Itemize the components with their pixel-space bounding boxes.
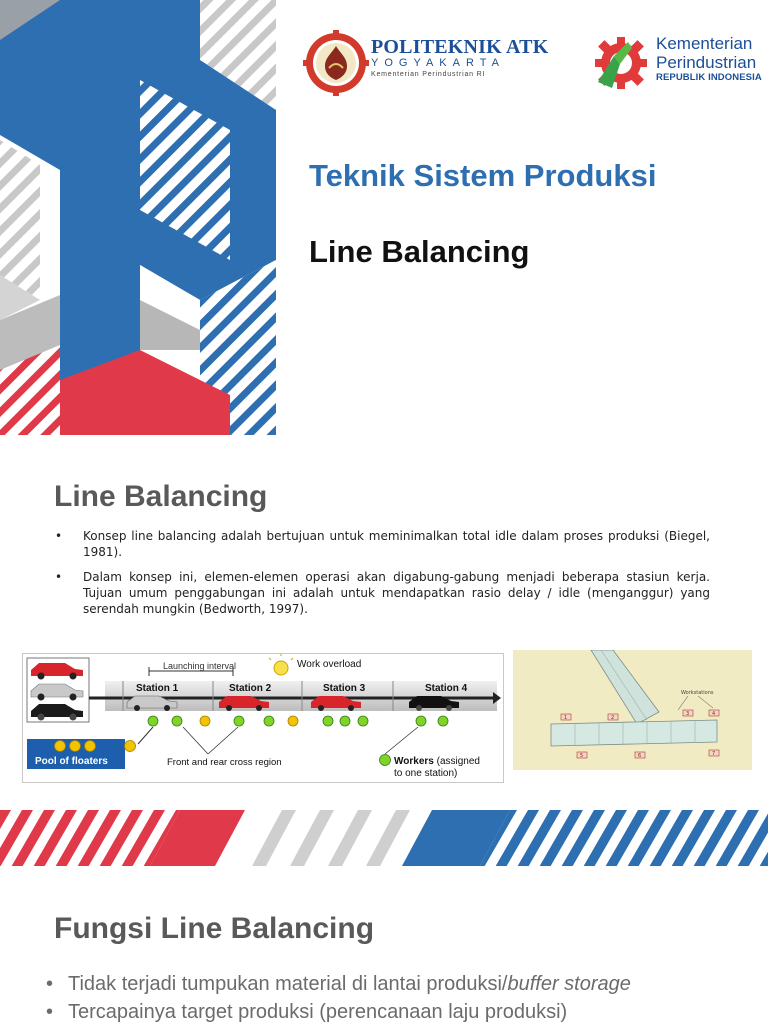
- bullet-italic-text: buffer storage: [507, 973, 631, 995]
- kemenperin-line-1: Kementerian: [656, 34, 753, 53]
- politeknik-atk-logo: POLITEKNIK ATK YOGYAKARTA Kementerian Pe…: [303, 30, 548, 96]
- car-icon: [30, 663, 84, 721]
- atk-logo-city: YOGYAKARTA: [371, 57, 505, 69]
- station-label: Station 3: [323, 683, 366, 694]
- pool-of-floaters-label: Pool of floaters: [35, 756, 108, 767]
- workstation-number: 3: [686, 711, 689, 717]
- work-overload-label: Work overload: [297, 659, 361, 670]
- workers-legend: Workers (assigned: [394, 756, 480, 767]
- fungsi-slide: Fungsi Line Balancing • Tidak terjadi tu…: [0, 866, 768, 1024]
- geometric-pattern: [0, 0, 276, 435]
- atk-logo-text: POLITEKNIK ATK YOGYAKARTA Kementerian Pe…: [371, 36, 548, 78]
- workers-legend-line-2: to one station): [394, 768, 457, 779]
- line-balancing-slide: Line Balancing • Konsep line balancing a…: [0, 458, 768, 808]
- bullet-text: Dalam konsep ini, elemen-elemen operasi …: [83, 570, 710, 616]
- kemenperin-line-3: REPUBLIK INDONESIA: [656, 72, 762, 83]
- assembly-line-figure: Station 1 Station 2 Station 3 Station 4 …: [22, 653, 504, 783]
- slide-subtitle: Line Balancing: [309, 234, 530, 269]
- station-label: Station 2: [229, 683, 272, 694]
- slide-heading: Line Balancing: [54, 480, 268, 513]
- bullet-icon: •: [46, 1001, 54, 1023]
- workers-legend-bold: Workers: [394, 756, 434, 767]
- list-item: • Tidak terjadi tumpukan material di lan…: [46, 970, 631, 998]
- front-rear-label: Front and rear cross region: [167, 757, 282, 768]
- bullet-text: Konsep line balancing adalah bertujuan u…: [83, 529, 710, 559]
- list-item: • Dalam konsep ini, elemen-elemen operas…: [55, 569, 710, 617]
- bullet-icon: •: [55, 570, 63, 584]
- worker-icon: [147, 715, 449, 727]
- bullet-list: • Konsep line balancing adalah bertujuan…: [55, 528, 710, 626]
- launching-interval-label: Launching interval: [163, 661, 236, 671]
- workstation-number: 7: [712, 751, 715, 757]
- kemenperin-logo: Kementerian Perindustrian REPUBLIK INDON…: [592, 34, 768, 94]
- conveyor-figure: 1 2 3 4 5 6 7 Workstations: [513, 649, 752, 770]
- bullet-text: Tidak terjadi tumpukan material di lanta…: [68, 973, 508, 995]
- workstation-number: 5: [580, 753, 583, 759]
- kemenperin-logo-text: Kementerian Perindustrian REPUBLIK INDON…: [656, 34, 762, 83]
- workstation-number: 4: [712, 711, 715, 717]
- station-label: Station 4: [425, 683, 468, 694]
- title-slide: POLITEKNIK ATK YOGYAKARTA Kementerian Pe…: [0, 0, 768, 435]
- floater-icon: [199, 715, 299, 727]
- bullet-list: • Tidak terjadi tumpukan material di lan…: [46, 970, 631, 1024]
- atk-emblem-icon: [303, 30, 369, 96]
- section-divider: [0, 810, 768, 866]
- bullet-icon: •: [55, 529, 63, 543]
- slide-title: Teknik Sistem Produksi: [309, 158, 657, 193]
- car-icon: [126, 695, 459, 711]
- workers-legend-rest: (assigned: [434, 756, 480, 767]
- kemenperin-gear-icon: [595, 37, 647, 89]
- workstation-number: 1: [564, 715, 567, 721]
- kemenperin-line-2: Perindustrian: [656, 53, 757, 72]
- station-label: Station 1: [136, 683, 179, 694]
- lightbulb-icon: [268, 654, 294, 676]
- conveyor-diagram: 1 2 3 4 5 6 7 Workstations: [550, 649, 720, 759]
- divider-pattern: [0, 810, 768, 866]
- workstation-number: 6: [638, 753, 641, 759]
- workstation-number: 2: [611, 715, 614, 721]
- slide-heading: Fungsi Line Balancing: [54, 912, 375, 945]
- workstations-label: Workstations: [681, 690, 714, 696]
- bullet-icon: •: [46, 973, 54, 995]
- list-item: • Konsep line balancing adalah bertujuan…: [55, 528, 710, 560]
- atk-logo-subtitle: Kementerian Perindustrian RI: [371, 71, 486, 78]
- bullet-text: Tercapainya target produksi (perencanaan…: [68, 1001, 568, 1023]
- list-item: • Tercapainya target produksi (perencana…: [46, 998, 631, 1024]
- assembly-line-diagram: Station 1 Station 2 Station 3 Station 4 …: [26, 654, 501, 779]
- atk-logo-name: POLITEKNIK ATK: [371, 36, 549, 58]
